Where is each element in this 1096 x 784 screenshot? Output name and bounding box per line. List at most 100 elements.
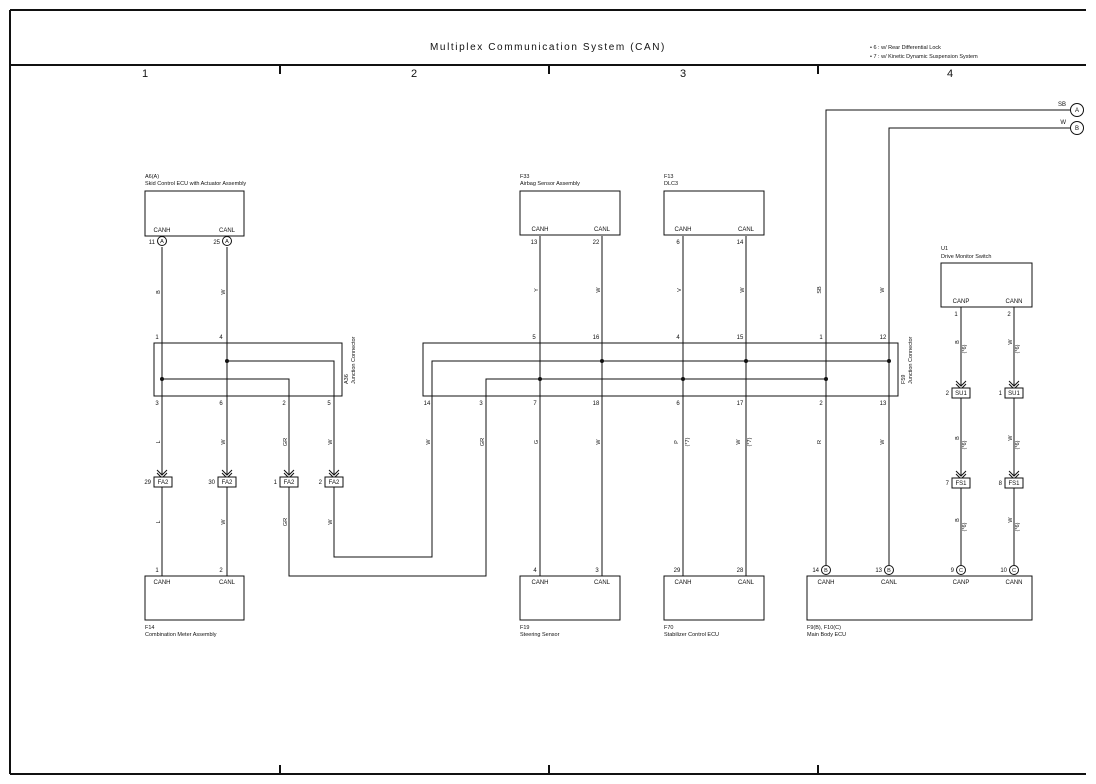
note-rear-diff-lock: • 6 : w/ Rear Differential Lock (870, 45, 941, 51)
f33-pinno-22: 22 (593, 240, 600, 246)
wire-color: W (328, 519, 334, 525)
f14-pinno-1: 1 (155, 568, 159, 574)
a36-name: Junction Connector (351, 336, 357, 384)
component-f19: CANH CANL 4 3 F19 Steering Sensor (519, 568, 621, 638)
component-f13: F13 DLC3 CANH CANL 6 14 (663, 174, 765, 246)
wire-color: W (221, 289, 227, 295)
su1-pin-2: 2 (946, 391, 950, 397)
wire-color: W (880, 439, 886, 445)
f59-top-pin-5: 5 (532, 335, 536, 341)
wires (161, 109, 1070, 577)
fa2-label-1: FA2 (158, 480, 169, 486)
offpage-ref-a: A (1075, 108, 1079, 114)
wire-color: W (328, 439, 334, 445)
column-2-label: 2 (411, 68, 417, 80)
f59-bottom-pin-13: 13 (880, 401, 887, 407)
column-1-label: 1 (142, 68, 148, 80)
f19-pin-canl: CANL (594, 580, 611, 586)
fa2-pin-29: 29 (144, 480, 151, 486)
su1-pin-1: 1 (999, 391, 1003, 397)
wire-color: GR (480, 438, 486, 446)
wire-color: B (156, 290, 162, 294)
a6-pinno-25: 25 (213, 240, 220, 246)
fa2-label-2: FA2 (222, 480, 233, 486)
f19-pinno-4: 4 (533, 568, 537, 574)
f9-name: Main Body ECU (807, 632, 846, 638)
wire-color: W (221, 519, 227, 525)
a6-pinno-11: 11 (149, 240, 156, 246)
column-3-label: 3 (680, 68, 686, 80)
offpage-wire-w: W (1060, 120, 1066, 126)
f14-pin-canh: CANH (153, 580, 170, 586)
component-f9-f10: CANH CANL CANP CANN B B C C 14 13 9 10 F… (806, 565, 1033, 638)
f70-pin-canh: CANH (674, 580, 691, 586)
f9-conn-b1: B (824, 568, 828, 574)
wire-color: GR (283, 518, 289, 526)
f33-pin-canl: CANL (594, 227, 611, 233)
wire-color-labels: B W Y W V W SB W L W GR W W GR G W P W R… (156, 286, 1021, 531)
f13-pinno-6: 6 (676, 240, 680, 246)
f70-pin-canl: CANL (738, 580, 755, 586)
fa2-label-3: FA2 (284, 480, 295, 486)
column-4-label: 4 (947, 68, 953, 80)
offpage-connectors: A B SB W (1058, 102, 1084, 135)
component-f33: F33 Airbag Sensor Assembly CANH CANL 13 … (519, 174, 621, 246)
su1-label-2: SU1 (1008, 391, 1020, 397)
wire-color: W (740, 287, 746, 293)
variant-mark: (*6) (962, 440, 968, 449)
wire-color: L (156, 440, 162, 443)
variant-mark: (*6) (962, 344, 968, 353)
component-u1: U1 Drive Monitor Switch CANP CANN 1 2 (940, 246, 1033, 318)
wire-color: B (955, 518, 961, 522)
u1-pinno-1: 1 (954, 312, 958, 318)
f9-pin-cann: CANN (1005, 580, 1022, 586)
variant-mark: (*7) (747, 437, 753, 446)
offpage-ref-b: B (1075, 126, 1079, 132)
variant-mark: (*6) (1015, 344, 1021, 353)
f13-pin-canl: CANL (738, 227, 755, 233)
a6-name: Skid Control ECU with Actuator Assembly (145, 181, 246, 187)
f13-code: F13 (664, 174, 673, 180)
f33-name: Airbag Sensor Assembly (520, 181, 580, 187)
u1-pin-canp: CANP (953, 299, 970, 305)
wire-color: W (880, 287, 886, 293)
variant-mark: (*6) (1015, 440, 1021, 449)
f59-bottom-pin-17: 17 (737, 401, 744, 407)
connector-fs1: FS1 FS1 7 8 (946, 470, 1024, 489)
f9-pinno-14: 14 (812, 568, 819, 574)
f70-pinno-28: 28 (737, 568, 744, 574)
f33-code: F33 (520, 174, 529, 180)
a36-code: A36 (344, 374, 350, 384)
wire-color: W (736, 439, 742, 445)
u1-name: Drive Monitor Switch (941, 254, 991, 260)
fs1-label-2: FS1 (1008, 481, 1020, 487)
connector-su1: SU1 SU1 2 1 (946, 380, 1024, 399)
f59-bottom-pin-18: 18 (593, 401, 600, 407)
a6-conn-a1: A (160, 239, 164, 245)
a36-bottom-pin-2: 2 (282, 401, 286, 407)
wire-color: W (1008, 435, 1014, 441)
u1-pin-cann: CANN (1005, 299, 1022, 305)
f13-pinno-14: 14 (737, 240, 744, 246)
a36-top-pin-4: 4 (219, 335, 223, 341)
u1-code: U1 (941, 246, 948, 252)
f59-top-pin-4: 4 (676, 335, 680, 341)
f59-code: F59 (901, 375, 907, 384)
fa2-pin-1: 1 (274, 480, 278, 486)
a6-pin-canl: CANL (219, 228, 236, 234)
wire-color: P (674, 440, 680, 444)
f9-pinno-13: 13 (875, 568, 882, 574)
f70-pinno-29: 29 (674, 568, 681, 574)
f19-pin-canh: CANH (531, 580, 548, 586)
splice-dots (160, 359, 891, 381)
a6-code: A6(A) (145, 174, 159, 180)
fs1-pin-8: 8 (999, 481, 1003, 487)
f19-name: Steering Sensor (520, 632, 560, 638)
wire-color: W (596, 439, 602, 445)
f9-conn-c2: C (1012, 568, 1016, 574)
note-kinetic-suspension: • 7 : w/ Kinetic Dynamic Suspension Syst… (870, 54, 978, 60)
f59-bottom-pin-2: 2 (819, 401, 823, 407)
wire-color: SB (817, 286, 823, 294)
f9-pin-canp: CANP (953, 580, 970, 586)
